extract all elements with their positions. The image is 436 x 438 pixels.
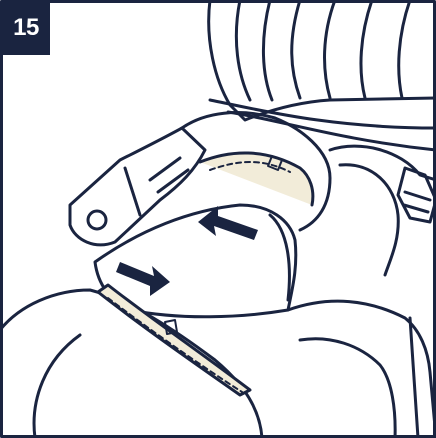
right-lower-seam <box>408 316 420 438</box>
buckle-body <box>68 126 207 247</box>
right-cushion <box>328 144 436 182</box>
arrow-left <box>198 206 258 240</box>
right-clip-line <box>403 190 432 202</box>
buckle-slot <box>148 156 182 182</box>
top-zipper-pull <box>267 155 283 171</box>
step-number: 15 <box>13 14 39 41</box>
lower-zipper-fabric <box>96 283 252 397</box>
upper-strap-pad-3 <box>290 0 302 100</box>
upper-strap-pad-6 <box>397 0 412 100</box>
top-flap <box>180 111 332 232</box>
upper-strap-pad-5 <box>359 0 374 100</box>
buckle-hole <box>86 209 108 231</box>
right-lower-pad-2 <box>298 337 397 438</box>
lower-body-edge <box>32 333 82 438</box>
buckle-slot-2 <box>156 168 190 194</box>
top-zipper-fabric <box>198 151 315 207</box>
lower-flap-inner <box>268 213 291 302</box>
buckle-edge <box>123 166 142 217</box>
right-clip <box>396 166 436 224</box>
top-zipper-stitch <box>209 161 291 173</box>
step-badge: 15 <box>2 1 50 55</box>
right-lower-pad <box>286 299 436 438</box>
upper-strap <box>207 0 436 122</box>
upper-strap-pad-2 <box>261 0 274 102</box>
upper-strap-pad-1 <box>234 0 252 102</box>
lower-zipper-stitch <box>107 297 243 393</box>
right-cushion-2 <box>338 163 400 277</box>
right-clip-line-2 <box>402 203 430 214</box>
strap-band-2 <box>226 110 436 152</box>
arrow-right <box>116 262 170 296</box>
upper-strap-pad-4 <box>323 0 337 100</box>
lower-zipper-pull <box>164 319 178 335</box>
strap-band <box>208 98 436 130</box>
